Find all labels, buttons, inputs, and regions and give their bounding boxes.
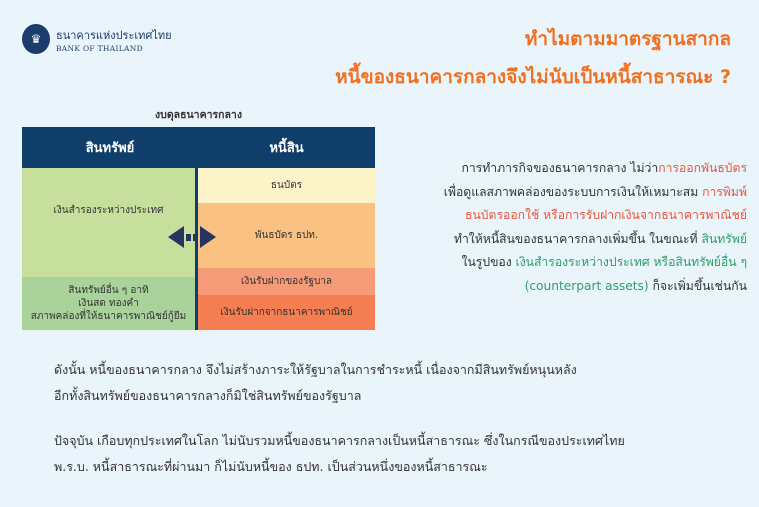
asset-reserves: เงินสำรองระหว่างประเทศ xyxy=(22,168,195,277)
text: ทำให้หนี้สินของธนาคารกลางเพิ่มขึ้น ในขณะ… xyxy=(453,231,702,246)
title-line2: หนี้ของธนาคารกลางจึงไม่นับเป็นหนี้สาธารณ… xyxy=(335,66,731,88)
highlight-red: การออกพันธบัตร xyxy=(658,161,747,175)
asset-others-line: สภาพคล่องที่ให้ธนาคารพาณิชย์กู้ยืม xyxy=(30,311,187,322)
highlight-green: เงินสำรองระหว่างประเทศ หรือสินทรัพย์อื่น… xyxy=(515,255,747,269)
highlight-red: การพิมพ์ xyxy=(702,184,747,199)
text: เพื่อดูแลสภาพคล่องของระบบการเงินให้เหมาะ… xyxy=(443,184,703,199)
liability-bot-bonds: พันธบัตร ธปท. xyxy=(198,203,375,268)
liabilities-header: หนี้สิน xyxy=(269,141,304,156)
highlight-green: (counterpart assets) xyxy=(524,278,649,293)
conclusion-paragraph-2: ปัจจุบัน เกือบทุกประเทศในโลก ไม่นับรวมหน… xyxy=(54,428,734,480)
asset-others-line: เงินสด ทองคำ xyxy=(78,298,139,309)
text: ก็จะเพิ่มขึ้นเช่นกัน xyxy=(648,278,747,293)
balance-sheet-caption: งบดุลธนาคารกลาง xyxy=(155,109,242,121)
conclusion-line: ปัจจุบัน เกือบทุกประเทศในโลก ไม่นับรวมหน… xyxy=(54,433,625,448)
explanation-paragraph: การทำภารกิจของธนาคารกลาง ไม่ว่าการออกพัน… xyxy=(387,157,747,298)
logo-thai: ธนาคารแห่งประเทศไทย xyxy=(56,28,172,42)
conclusion-line: ดังนั้น หนี้ของธนาคารกลาง จึงไม่สร้างภาร… xyxy=(54,362,577,377)
bot-seal-icon: ♛ xyxy=(22,24,50,54)
asset-others-line: สินทรัพย์อื่น ๆ อาทิ xyxy=(68,285,149,296)
page-title: ทำไมตามมาตรฐานสากล หนี้ของธนาคารกลางจึงไ… xyxy=(335,20,731,96)
bot-logo: ♛ ธนาคารแห่งประเทศไทย BANK OF THAILAND xyxy=(22,24,172,54)
conclusion-paragraph-1: ดังนั้น หนี้ของธนาคารกลาง จึงไม่สร้างภาร… xyxy=(54,357,734,409)
conclusion-line: พ.ร.บ. หนี้สาธารณะที่ผ่านมา ก็ไม่นับหนี้… xyxy=(54,459,488,474)
assets-header: สินทรัพย์ xyxy=(85,141,135,156)
liability-banknotes: ธนบัตร xyxy=(198,168,375,203)
liability-gov-deposits: เงินรับฝากของรัฐบาล xyxy=(198,268,375,295)
logo-english: BANK OF THAILAND xyxy=(56,43,143,53)
liability-bank-deposits: เงินรับฝากจากธนาคารพาณิชย์ xyxy=(198,295,375,330)
highlight-green: สินทรัพย์ xyxy=(701,231,747,246)
highlight-red: ธนบัตรออกใช้ หรือการรับฝากเงินจากธนาคารพ… xyxy=(465,208,747,222)
balance-sheet: สินทรัพย์ หนี้สิน เงินสำรองระหว่างประเทศ… xyxy=(22,127,375,330)
asset-others: สินทรัพย์อื่น ๆ อาทิ เงินสด ทองคำ สภาพคล… xyxy=(22,277,195,330)
text: ในรูปของ xyxy=(461,255,516,269)
conclusion-line: อีกทั้งสินทรัพย์ของธนาคารกลางก็มิใช่สินท… xyxy=(54,388,362,403)
title-line1: ทำไมตามมาตรฐานสากล xyxy=(524,28,731,50)
double-arrow-icon xyxy=(168,226,216,248)
text: การทำภารกิจของธนาคารกลาง ไม่ว่า xyxy=(461,161,659,175)
